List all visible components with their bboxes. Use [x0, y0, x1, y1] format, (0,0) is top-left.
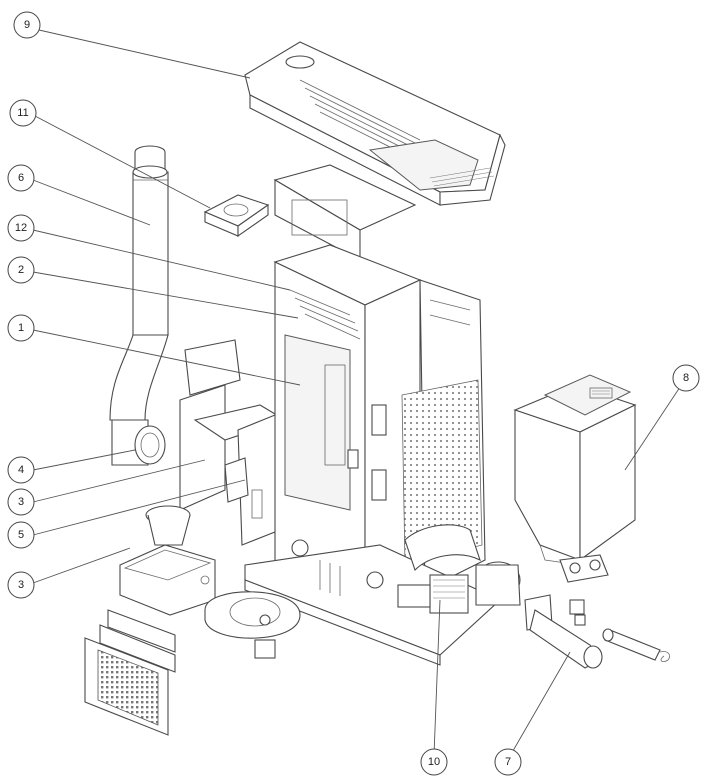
callout-12: 12	[7, 214, 35, 242]
callout-8: 8	[672, 364, 700, 392]
callout-label: 5	[18, 529, 24, 541]
callout-10: 10	[420, 748, 448, 776]
callout-5: 5	[7, 521, 35, 549]
flue-adapter-part	[203, 194, 270, 238]
leader-lines	[32, 29, 687, 757]
callout-label: 9	[24, 19, 30, 31]
burner-pot-part	[119, 505, 216, 616]
callout-label: 8	[683, 372, 689, 384]
pellet-hopper-part	[513, 374, 637, 566]
callout-1: 1	[7, 314, 35, 342]
callout-7: 7	[494, 748, 522, 776]
fan-assembly-part	[397, 524, 521, 614]
callout-3-upper: 3	[7, 488, 35, 516]
flue-pipe-part	[109, 145, 169, 466]
callout-label: 7	[505, 756, 511, 768]
callout-2: 2	[7, 256, 35, 284]
callout-label: 1	[18, 322, 24, 334]
callout-label: 3	[18, 496, 24, 508]
back-panel-part	[401, 279, 486, 591]
side-panels-part	[179, 339, 287, 546]
igniter-part	[602, 628, 670, 663]
callout-3-lower: 3	[7, 571, 35, 599]
auger-parts	[524, 554, 609, 669]
callout-label: 11	[17, 107, 28, 119]
callout-9: 9	[13, 11, 41, 39]
callout-label: 6	[18, 172, 24, 184]
combustion-blower-part	[204, 591, 301, 659]
front-grille-part	[84, 609, 176, 736]
callout-label: 10	[428, 756, 440, 768]
callout-11: 11	[9, 99, 37, 127]
base-frame-part	[244, 539, 501, 666]
callout-label: 12	[15, 222, 27, 234]
callout-label: 3	[18, 579, 24, 591]
callout-label: 2	[18, 264, 24, 276]
callout-6: 6	[7, 164, 35, 192]
top-cover-part	[244, 41, 506, 206]
callout-label: 4	[18, 464, 24, 476]
callout-4: 4	[7, 456, 35, 484]
